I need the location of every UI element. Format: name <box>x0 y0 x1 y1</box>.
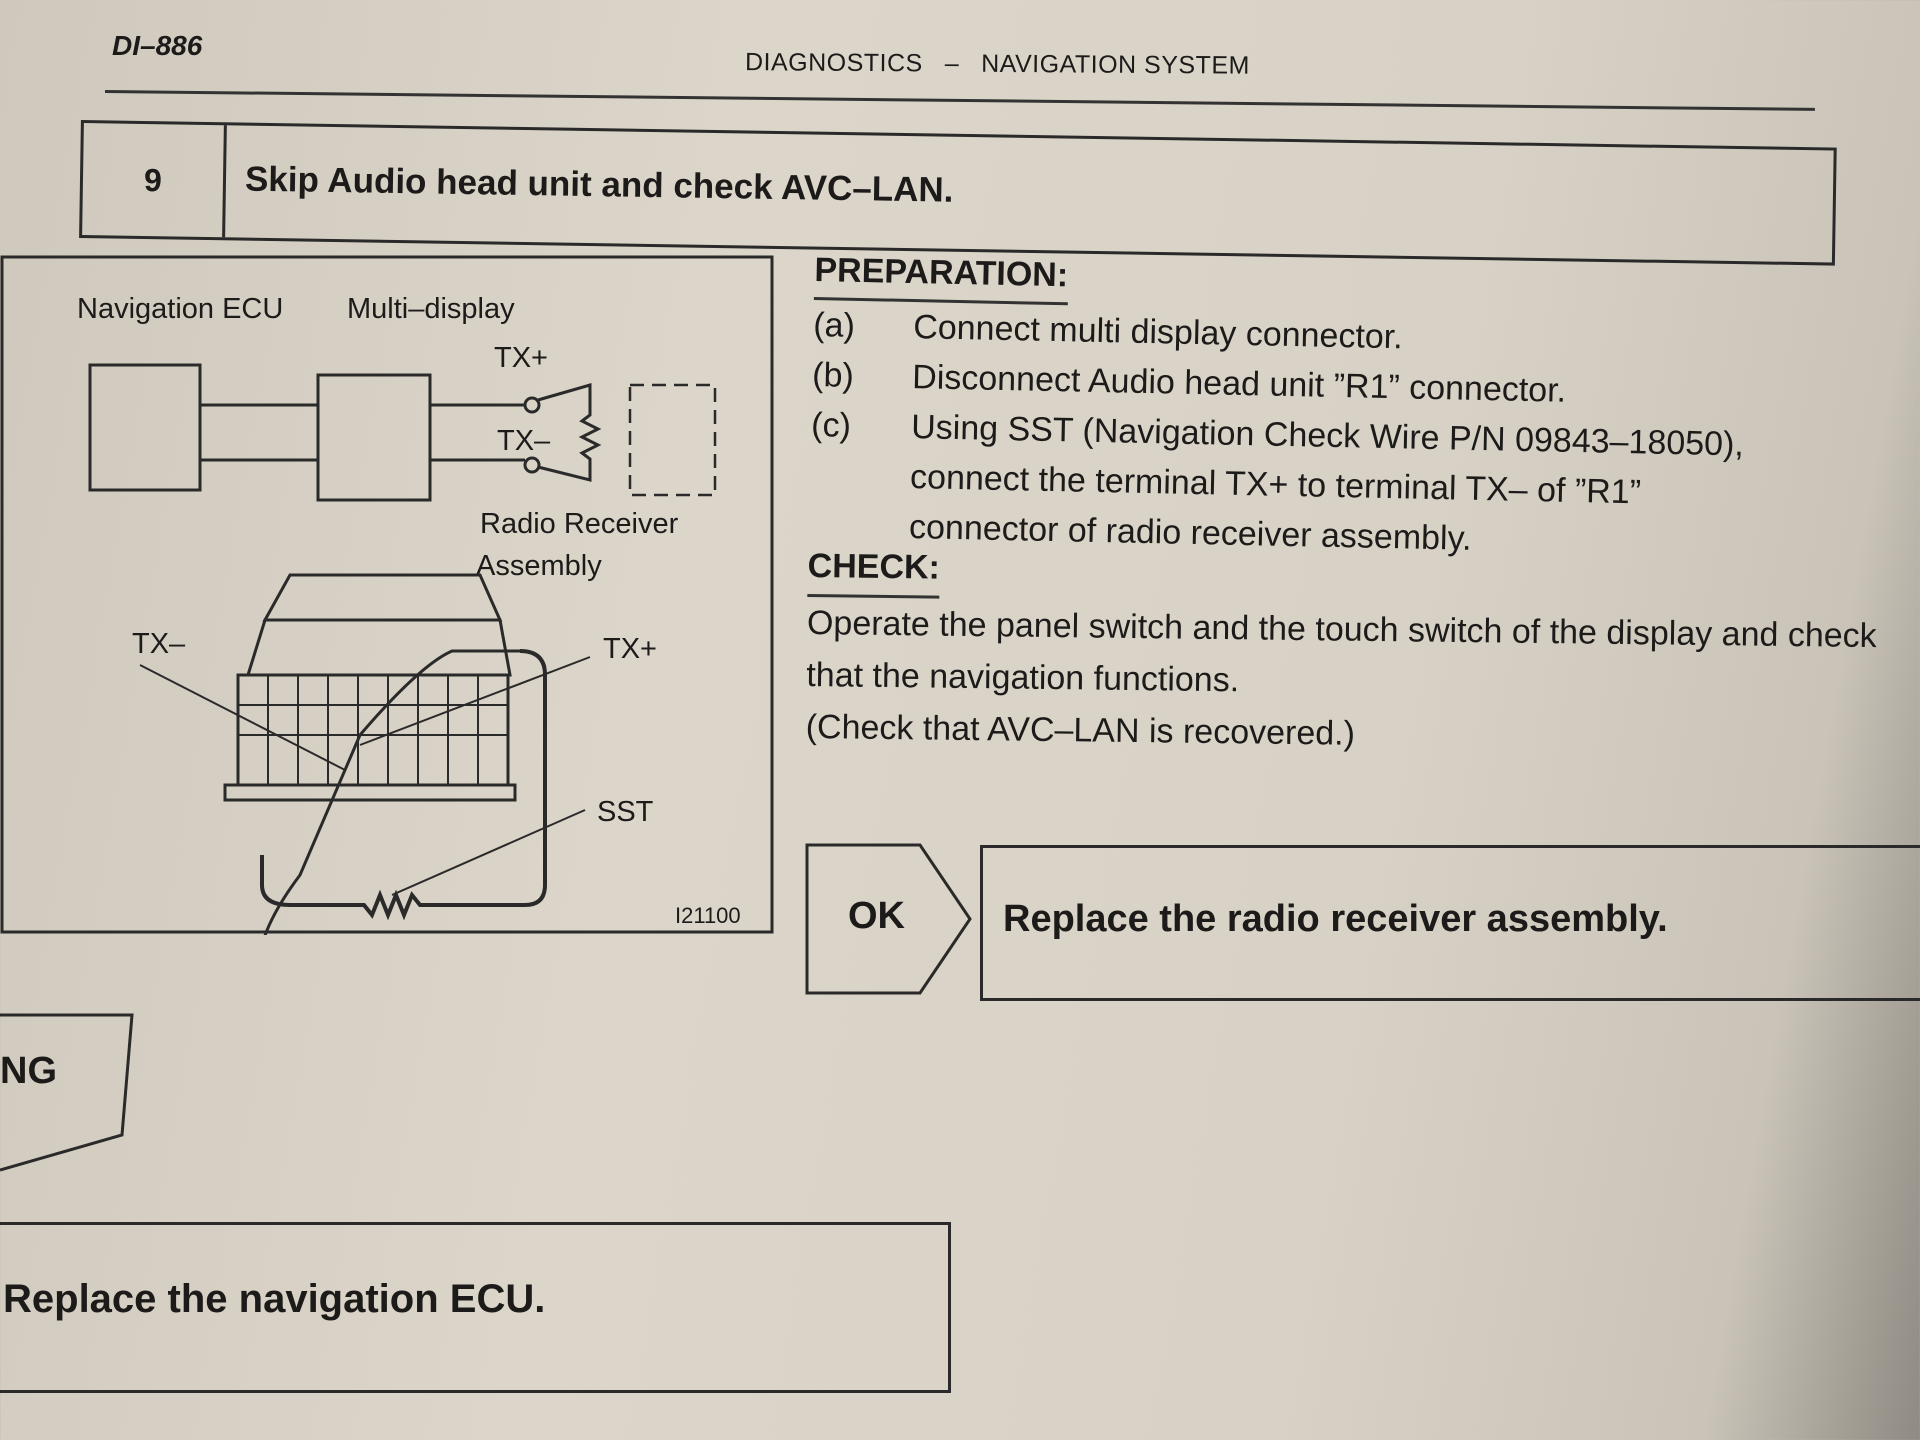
ng-label: NG <box>0 1050 57 1092</box>
step-title: Skip Audio head unit and check AVC–LAN. <box>244 159 954 210</box>
diagram-frame <box>0 255 774 934</box>
prep-item-label: (c) <box>810 405 852 445</box>
label-tx-minus: TX– <box>132 628 186 660</box>
label-tx-plus-top: TX+ <box>494 342 548 374</box>
header-separator: – <box>944 49 960 78</box>
label-sst: SST <box>597 796 654 828</box>
ng-result-box: Replace the navigation ECU. <box>0 1222 951 1393</box>
label-tx-minus-top: TX– <box>497 425 551 457</box>
ok-result-box: Replace the radio receiver assembly. <box>980 845 1920 1001</box>
prep-item-label: (a) <box>812 305 856 345</box>
ok-label: OK <box>848 895 905 937</box>
prep-item-label: (b) <box>811 355 855 395</box>
page-header: DIAGNOSTICS–NAVIGATION SYSTEM <box>745 48 1272 81</box>
check-text: Operate the panel switch and the touch s… <box>806 603 1877 700</box>
check-heading: CHECK: <box>807 540 941 599</box>
label-radio-1: Radio Receiver <box>480 508 679 540</box>
ok-arrow-box <box>805 843 972 995</box>
multi-display-block <box>316 373 432 502</box>
step-box: 9 Skip Audio head unit and check AVC–LAN… <box>79 120 1837 266</box>
label-multi-display: Multi–display <box>347 293 515 325</box>
page-id: DI–886 <box>112 30 203 61</box>
wiring-diagram: Navigation ECU Multi–display TX+ TX– Rad… <box>0 255 774 935</box>
check-section: CHECK: Operate the panel switch and the … <box>805 540 1908 766</box>
ng-arrow-box <box>0 1013 134 1172</box>
step-number: 9 <box>82 123 227 238</box>
label-nav-ecu: Navigation ECU <box>77 293 283 325</box>
ng-result-text: Replace the navigation ECU. <box>3 1277 546 1321</box>
label-radio-2: Assembly <box>476 550 602 582</box>
header-system: NAVIGATION SYSTEM <box>981 49 1250 80</box>
figure-id: I21100 <box>675 903 741 928</box>
header-rule <box>104 90 1815 111</box>
header-section: DIAGNOSTICS <box>744 48 923 78</box>
preparation-section: PREPARATION: (a)Connect multi display co… <box>809 245 1895 573</box>
nav-ecu-block <box>88 363 202 492</box>
radio-receiver-block <box>628 383 717 497</box>
label-tx-plus: TX+ <box>603 633 657 665</box>
ok-result-text: Replace the radio receiver assembly. <box>1003 898 1668 940</box>
preparation-heading: PREPARATION: <box>813 245 1069 306</box>
